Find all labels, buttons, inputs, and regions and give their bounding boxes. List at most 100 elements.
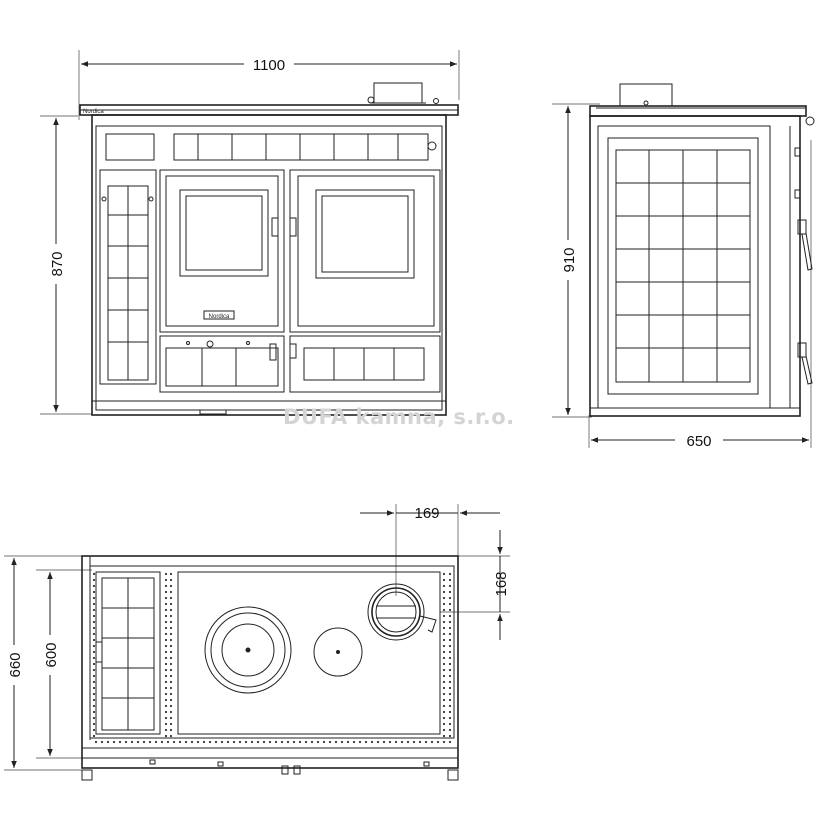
front-height-dimension: 870 xyxy=(40,115,92,415)
perforation-dot xyxy=(169,590,173,594)
perforation-dot xyxy=(169,644,173,648)
perforation-dot xyxy=(190,740,194,744)
perforation-dot xyxy=(340,740,344,744)
front-foot xyxy=(199,409,227,415)
perforation-dot xyxy=(448,704,452,708)
perforation-dot xyxy=(164,584,168,588)
perforation-dot xyxy=(442,608,446,612)
hob-ring-large xyxy=(204,606,292,694)
perforation-dot xyxy=(430,740,434,744)
perforation-dot xyxy=(92,614,96,618)
perforation-dot xyxy=(169,686,173,690)
perforation-dot xyxy=(298,740,302,744)
perforation-dot xyxy=(442,686,446,690)
oven-door[interactable] xyxy=(289,169,441,333)
side-body xyxy=(589,115,801,417)
perforation-dot xyxy=(442,662,446,666)
perforation-dot xyxy=(92,728,96,732)
perforation-dot xyxy=(169,680,173,684)
perforation-left xyxy=(92,572,173,738)
perforation-dot xyxy=(448,638,452,642)
perforation-dot xyxy=(169,602,173,606)
perforation-dot xyxy=(92,602,96,606)
perforation-dot xyxy=(164,710,168,714)
perforation-dot xyxy=(442,740,446,744)
perforation-dot xyxy=(164,578,168,582)
perforation-dot xyxy=(164,662,168,666)
perforation-dot xyxy=(442,692,446,696)
perforation-dot xyxy=(448,584,452,588)
top-depth-inner-label: 600 xyxy=(43,642,60,667)
perforation-dot xyxy=(442,734,446,738)
perforation-dot xyxy=(169,728,173,732)
perforation-dot xyxy=(164,650,168,654)
side-tile-panel xyxy=(607,137,759,395)
perforation-dot xyxy=(442,590,446,594)
perforation-dot xyxy=(316,740,320,744)
perforation-dot xyxy=(92,674,96,678)
perforation-dot xyxy=(92,692,96,696)
hob-ring-small xyxy=(313,627,363,677)
perforation-dot xyxy=(92,650,96,654)
perforation-dot xyxy=(169,668,173,672)
perforation-dot xyxy=(92,638,96,642)
perforation-dot xyxy=(154,740,158,744)
perforation-dot xyxy=(238,740,242,744)
perforation-dot xyxy=(448,608,452,612)
perforation-dot xyxy=(448,716,452,720)
perforation-right xyxy=(442,572,452,738)
perforation-dot xyxy=(448,578,452,582)
front-left-tile-column xyxy=(99,169,157,385)
perforation-dot xyxy=(184,740,188,744)
perforation-dot xyxy=(442,668,446,672)
perforation-dot xyxy=(172,740,176,744)
perforation-dot xyxy=(169,662,173,666)
perforation-dot xyxy=(169,614,173,618)
perforation-dot xyxy=(442,716,446,720)
perforation-dot xyxy=(448,698,452,702)
flue-offset-x-dimension: 169 xyxy=(360,504,500,596)
perforation-dot xyxy=(142,740,146,744)
perforation-dot xyxy=(448,632,452,636)
perforation-dot xyxy=(164,638,168,642)
perforation-dot xyxy=(92,662,96,666)
perforation-dot xyxy=(448,590,452,594)
perforation-dot xyxy=(92,644,96,648)
wood-drawer[interactable] xyxy=(289,335,441,393)
perforation-dot xyxy=(92,578,96,582)
perforation-dot xyxy=(448,650,452,654)
perforation-dot xyxy=(164,716,168,720)
perforation-dot xyxy=(448,602,452,606)
perforation-dot xyxy=(442,680,446,684)
perforation-dot xyxy=(442,704,446,708)
perforation-dot xyxy=(400,740,404,744)
perforation-dot xyxy=(286,740,290,744)
side-handle-lower xyxy=(797,342,813,385)
perforation-dot xyxy=(442,722,446,726)
perforation-dot xyxy=(352,740,356,744)
front-width-label: 1100 xyxy=(253,57,285,74)
perforation-dot xyxy=(169,674,173,678)
perforation-dot xyxy=(394,740,398,744)
perforation-dot xyxy=(328,740,332,744)
perforation-dot xyxy=(244,740,248,744)
brand-logo: Nordica xyxy=(83,109,104,115)
perforation-dot xyxy=(196,740,200,744)
perforation-dot xyxy=(92,704,96,708)
control-panel-left xyxy=(105,133,155,161)
perforation-dot xyxy=(346,740,350,744)
fire-door[interactable]: Nordica xyxy=(159,169,285,333)
perforation-dot xyxy=(92,584,96,588)
perforation-dot xyxy=(448,620,452,624)
perforation-dot xyxy=(164,602,168,606)
perforation-dot xyxy=(442,626,446,630)
perforation-dot xyxy=(274,740,278,744)
perforation-dot xyxy=(442,656,446,660)
perforation-dot xyxy=(448,668,452,672)
perforation-dot xyxy=(262,740,266,744)
front-height-label: 870 xyxy=(49,251,66,276)
perforation-dot xyxy=(226,740,230,744)
perforation-dot xyxy=(169,704,173,708)
ash-drawer[interactable] xyxy=(159,335,285,393)
